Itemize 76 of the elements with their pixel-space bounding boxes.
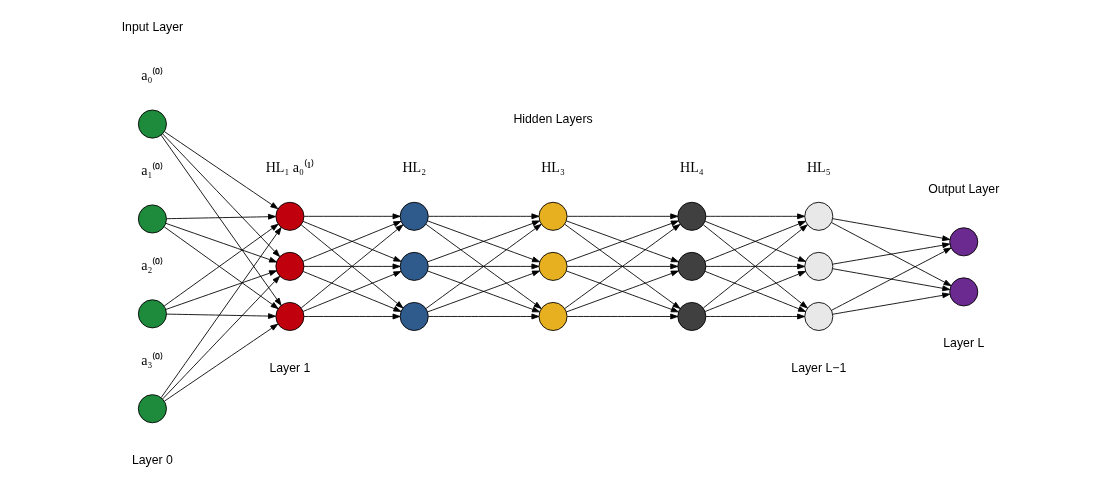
node-circle bbox=[538, 251, 568, 281]
arrow bbox=[427, 313, 539, 320]
node-circle bbox=[676, 251, 706, 281]
arrow bbox=[705, 313, 805, 320]
arrow bbox=[830, 222, 951, 287]
node-circle bbox=[948, 227, 978, 257]
node-circle bbox=[803, 251, 833, 281]
node-label: HL₂ bbox=[401, 159, 426, 176]
node-circle bbox=[399, 251, 429, 281]
arrow bbox=[566, 263, 678, 270]
arrow bbox=[160, 134, 282, 306]
arrow bbox=[165, 313, 276, 319]
node-circle bbox=[803, 302, 833, 331]
node-label: a₂⁽⁰⁾ bbox=[140, 256, 163, 273]
arrow bbox=[565, 270, 679, 313]
arrow bbox=[831, 218, 950, 242]
arrow bbox=[702, 224, 808, 309]
arrow bbox=[164, 222, 277, 263]
node-circle bbox=[399, 302, 429, 331]
arrow bbox=[566, 313, 678, 320]
label: Layer 0 bbox=[131, 452, 173, 467]
node-circle bbox=[676, 302, 706, 331]
node-circle bbox=[803, 201, 833, 231]
node-circle bbox=[399, 201, 429, 231]
arrow bbox=[427, 213, 539, 220]
node-circle bbox=[137, 109, 167, 139]
arrow bbox=[160, 227, 282, 398]
arrow bbox=[705, 213, 805, 220]
arrow bbox=[303, 313, 400, 320]
node-label: a₀⁽⁰⁾ bbox=[140, 66, 163, 83]
arrow bbox=[704, 220, 806, 262]
arrow bbox=[161, 133, 280, 257]
arrow bbox=[831, 268, 950, 292]
node-circle bbox=[676, 201, 706, 231]
arrow bbox=[831, 292, 950, 315]
node-circle bbox=[137, 299, 167, 329]
arrow bbox=[705, 263, 805, 270]
node-circle bbox=[538, 201, 568, 231]
node-label: a₃⁽⁰⁾ bbox=[140, 351, 163, 368]
node-circle bbox=[948, 277, 978, 307]
node-label: HL₁ a₀⁽¹⁾ bbox=[265, 159, 314, 176]
arrow bbox=[566, 213, 678, 220]
node-label: HL₅ bbox=[806, 159, 831, 176]
arrow bbox=[563, 223, 680, 309]
arrow bbox=[164, 270, 277, 310]
arrow bbox=[704, 270, 806, 312]
node-label: a₁⁽⁰⁾ bbox=[140, 161, 163, 178]
node-circle bbox=[137, 204, 167, 234]
arrow bbox=[426, 220, 540, 263]
arrow bbox=[303, 213, 400, 220]
node-label: HL₃ bbox=[540, 159, 565, 176]
arrow bbox=[303, 263, 400, 270]
label: Layer 1 bbox=[268, 360, 310, 375]
label: Hidden Layers bbox=[512, 111, 593, 126]
node-circle bbox=[274, 302, 304, 331]
node-circle bbox=[274, 201, 304, 231]
arrow bbox=[565, 220, 679, 263]
arrow bbox=[163, 131, 278, 210]
arrow bbox=[427, 263, 539, 270]
arrow bbox=[830, 247, 951, 311]
node-label: HL₄ bbox=[679, 159, 704, 176]
arrow bbox=[831, 242, 950, 265]
arrow bbox=[165, 213, 276, 220]
node-circle bbox=[137, 394, 167, 424]
arrow bbox=[425, 223, 542, 309]
label: Input Layer bbox=[121, 19, 183, 34]
arrow bbox=[300, 224, 403, 309]
label: Layer L−1 bbox=[790, 360, 846, 375]
arrow bbox=[161, 275, 280, 400]
label: Output Layer bbox=[927, 182, 999, 197]
label: Layer L bbox=[942, 335, 984, 350]
arrow bbox=[302, 271, 401, 312]
arrow bbox=[426, 270, 540, 313]
arrow bbox=[302, 220, 401, 262]
node-circle bbox=[538, 302, 568, 331]
arrow bbox=[163, 323, 278, 402]
